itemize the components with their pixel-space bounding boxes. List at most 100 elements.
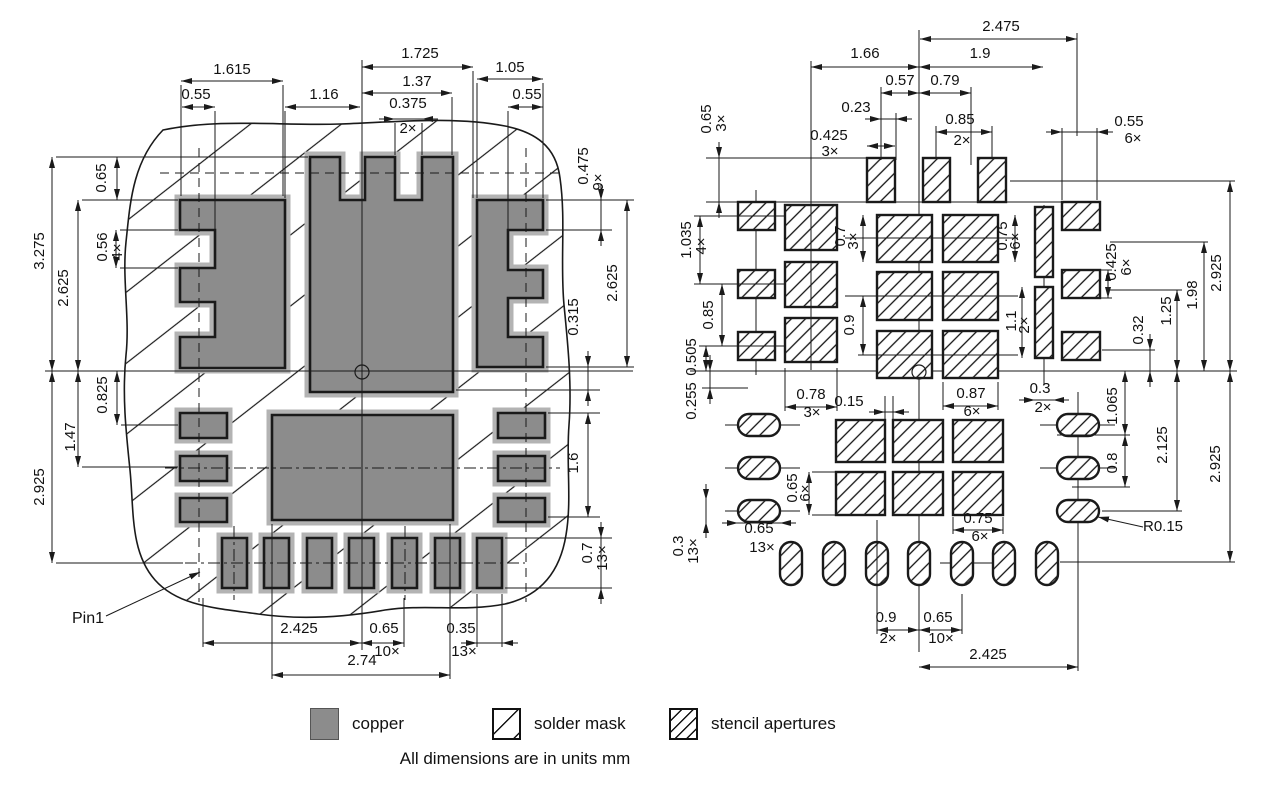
dimension-label: 0.79	[930, 72, 959, 89]
dimension-label: 3×	[821, 143, 838, 160]
dimension: 2.925	[1060, 371, 1235, 563]
dimension: 0.9	[841, 296, 866, 355]
dimension-label: 2×	[1016, 316, 1033, 333]
dimension-label: 0.65	[784, 473, 801, 502]
dimension-label: 6×	[963, 403, 980, 420]
stencil-aperture	[951, 418, 1005, 464]
legend-label: copper	[352, 714, 404, 733]
dimension-label: 0.8	[1104, 453, 1121, 474]
dimension: 3.275	[31, 157, 55, 371]
dimension-label: 0.7	[832, 226, 849, 247]
solder-mask-swatch	[492, 708, 521, 740]
origin-marker	[911, 364, 927, 380]
dimension: 1.98	[1110, 241, 1208, 371]
dimension-label: 4×	[693, 237, 710, 254]
dimension: 0.556×	[1046, 113, 1144, 200]
dimension-label: 6×	[1124, 130, 1141, 147]
dimension-label: 2.425	[969, 646, 1007, 663]
dimension: 0.32	[1102, 315, 1155, 387]
dimension: 2.125	[1102, 371, 1182, 512]
dimension: 0.255	[683, 355, 748, 420]
stencil-aperture	[991, 540, 1017, 587]
legend-item-copper: copper	[310, 708, 404, 740]
dimension-label: 0.825	[94, 376, 111, 414]
dimension: 0.564×	[94, 229, 178, 269]
stencil-aperture	[891, 418, 945, 464]
dimension-label: 2.625	[604, 264, 621, 302]
dimension-label: 0.57	[885, 72, 914, 89]
dimension: 2.925	[31, 371, 183, 564]
dimension-label: R0.15	[1143, 518, 1183, 535]
stencil-aperture	[865, 156, 897, 204]
dimension-label: 0.75	[994, 221, 1011, 250]
dimension: 0.55	[181, 86, 216, 232]
dimension-label: 3×	[845, 232, 862, 249]
dimension-label: 0.3	[670, 536, 687, 557]
dimension-label: 2.425	[280, 620, 318, 637]
dimension-label: 6×	[971, 528, 988, 545]
dimension: 0.65	[93, 157, 120, 200]
dimension-label: 0.55	[512, 86, 541, 103]
dimension-label: 0.65	[698, 104, 715, 133]
dimension-label: 6×	[1007, 232, 1024, 249]
dimension: 1.6	[548, 412, 600, 518]
origin-marker	[354, 364, 370, 380]
stencil-aperture	[921, 156, 952, 204]
dimension-label: 2.125	[1154, 426, 1171, 464]
stencil-aperture	[1055, 455, 1101, 481]
stencil-aperture	[736, 498, 782, 524]
dimension-label: 1.9	[970, 45, 991, 62]
stencil-aperture	[1034, 540, 1060, 587]
copper-pad	[178, 454, 229, 483]
dimension-label: 0.15	[834, 393, 863, 410]
copper-pad	[496, 411, 547, 440]
dimension-label: 10×	[374, 643, 399, 660]
copper-swatch	[310, 708, 339, 740]
units-note: All dimensions are in units mm	[399, 749, 631, 768]
copper-pad	[178, 496, 229, 524]
dimension-label: 3×	[803, 404, 820, 421]
dimension-label: 6×	[1118, 258, 1135, 275]
copper-pad	[496, 496, 547, 524]
stencil-aperture	[834, 470, 887, 517]
dimension-label: 1.6	[565, 453, 582, 474]
dimension-label: 0.65	[744, 520, 773, 537]
dimension-label: 0.65	[923, 609, 952, 626]
dimension-label: 3×	[713, 114, 730, 131]
dimension-label: 2.925	[1208, 254, 1225, 292]
copper-pad	[308, 155, 455, 394]
stencil-aperture	[778, 540, 804, 587]
dimension: 0.713×	[505, 522, 612, 604]
dimension-label: 0.505	[683, 338, 700, 376]
dimension-label: 0.65	[93, 163, 110, 192]
dimension-label: 0.56	[94, 232, 111, 261]
copper-pad	[262, 536, 291, 590]
dimension-label: 1.065	[1104, 387, 1121, 425]
dimension-label: 0.32	[1130, 315, 1147, 344]
dimension-label: 1.035	[678, 221, 695, 259]
dimension-label: 0.9	[876, 609, 897, 626]
dimension-label: 0.55	[1114, 113, 1143, 130]
dimension-label: 4×	[109, 243, 126, 260]
dimension-label: 1.725	[401, 45, 439, 62]
dimension: 0.653×	[698, 104, 1100, 218]
dimension-label: 0.23	[841, 99, 870, 116]
dimension-label: 1.37	[402, 73, 431, 90]
dimension: 0.23	[841, 99, 912, 160]
stencil-aperture	[834, 418, 887, 464]
dimension-label: 0.315	[565, 298, 582, 336]
dimension: 0.756×	[845, 215, 1024, 262]
dimension-label: 2×	[1034, 399, 1051, 416]
dimension-label: 1.16	[309, 86, 338, 103]
dimension: 1.725	[361, 45, 474, 198]
stencil-aperture	[976, 156, 1008, 204]
stencil-aperture	[951, 470, 1005, 517]
dimension: 1.16	[284, 86, 360, 198]
copper-pad	[178, 198, 287, 370]
dimension-label: 0.425	[810, 127, 848, 144]
dimension: 2.74	[271, 524, 451, 679]
dimension-label: 0.55	[181, 86, 210, 103]
